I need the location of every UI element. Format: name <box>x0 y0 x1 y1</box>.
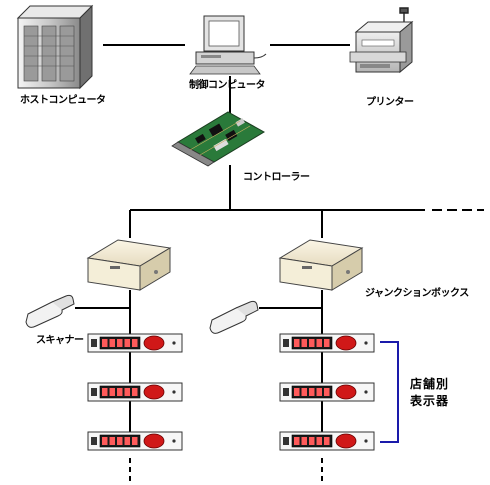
display-unit-left-1 <box>87 333 183 353</box>
store-display-label-line2: 表示器 <box>410 394 450 408</box>
led-digit <box>102 339 108 347</box>
scanner-right-icon <box>209 300 259 334</box>
led-digit <box>102 388 108 396</box>
indicator-dot <box>364 439 368 443</box>
led-digit <box>294 339 300 347</box>
led-digit <box>309 339 315 347</box>
led-digit <box>124 388 130 396</box>
main-bus <box>129 209 484 238</box>
red-button <box>143 384 165 400</box>
display-drops <box>129 290 323 484</box>
led-digit <box>301 437 307 445</box>
led-digit <box>316 437 322 445</box>
display-unit-right-1 <box>279 333 375 353</box>
display-connector <box>91 388 97 396</box>
junction-box-left-icon <box>86 239 172 291</box>
led-digit <box>132 437 138 445</box>
display-unit-right-3 <box>279 431 375 451</box>
display-connector <box>91 339 97 347</box>
store-display-label-line1: 店舗別 <box>410 377 450 391</box>
control-computer-icon <box>189 15 267 75</box>
led-digit <box>109 339 115 347</box>
red-button <box>143 335 165 351</box>
led-digit <box>324 339 330 347</box>
control-computer-label: 制御コンピュータ <box>189 80 266 91</box>
led-digit <box>109 388 115 396</box>
led-digit <box>117 437 123 445</box>
led-digit <box>109 437 115 445</box>
led-digit <box>309 388 315 396</box>
junction-box-label: ジャンクションボックス <box>365 288 469 299</box>
controller-icon <box>171 111 265 167</box>
led-digit <box>294 437 300 445</box>
scanner-left-icon <box>25 294 75 328</box>
display-connector <box>283 437 289 445</box>
printer-icon <box>349 7 414 74</box>
led-digit <box>324 437 330 445</box>
led-digit <box>124 437 130 445</box>
red-button <box>335 335 357 351</box>
led-digit <box>301 339 307 347</box>
led-digit <box>316 388 322 396</box>
printer-label: プリンター <box>366 97 414 108</box>
indicator-dot <box>172 341 176 345</box>
led-digit <box>132 339 138 347</box>
indicator-dot <box>364 390 368 394</box>
junction-box-right-icon <box>278 239 364 291</box>
led-digit <box>117 388 123 396</box>
display-connector <box>283 339 289 347</box>
host-computer-icon <box>16 4 94 90</box>
indicator-dot <box>172 390 176 394</box>
display-connector <box>91 437 97 445</box>
controller-label: コントローラー <box>243 172 310 183</box>
display-units <box>87 333 375 451</box>
scanner-label: スキャナー <box>36 335 84 346</box>
red-button <box>335 433 357 449</box>
display-unit-left-2 <box>87 382 183 402</box>
indicator-dot <box>172 439 176 443</box>
led-digit <box>316 339 322 347</box>
top-connections <box>103 44 350 210</box>
store-display-bracket <box>380 341 399 443</box>
display-unit-right-2 <box>279 382 375 402</box>
led-digit <box>124 339 130 347</box>
indicator-dot <box>364 341 368 345</box>
display-connector <box>283 388 289 396</box>
red-button <box>143 433 165 449</box>
led-digit <box>324 388 330 396</box>
led-digit <box>117 339 123 347</box>
led-digit <box>132 388 138 396</box>
led-digit <box>294 388 300 396</box>
led-digit <box>309 437 315 445</box>
led-digit <box>102 437 108 445</box>
host-computer-label: ホストコンピュータ <box>20 95 106 106</box>
display-unit-left-3 <box>87 431 183 451</box>
led-digit <box>301 388 307 396</box>
red-button <box>335 384 357 400</box>
